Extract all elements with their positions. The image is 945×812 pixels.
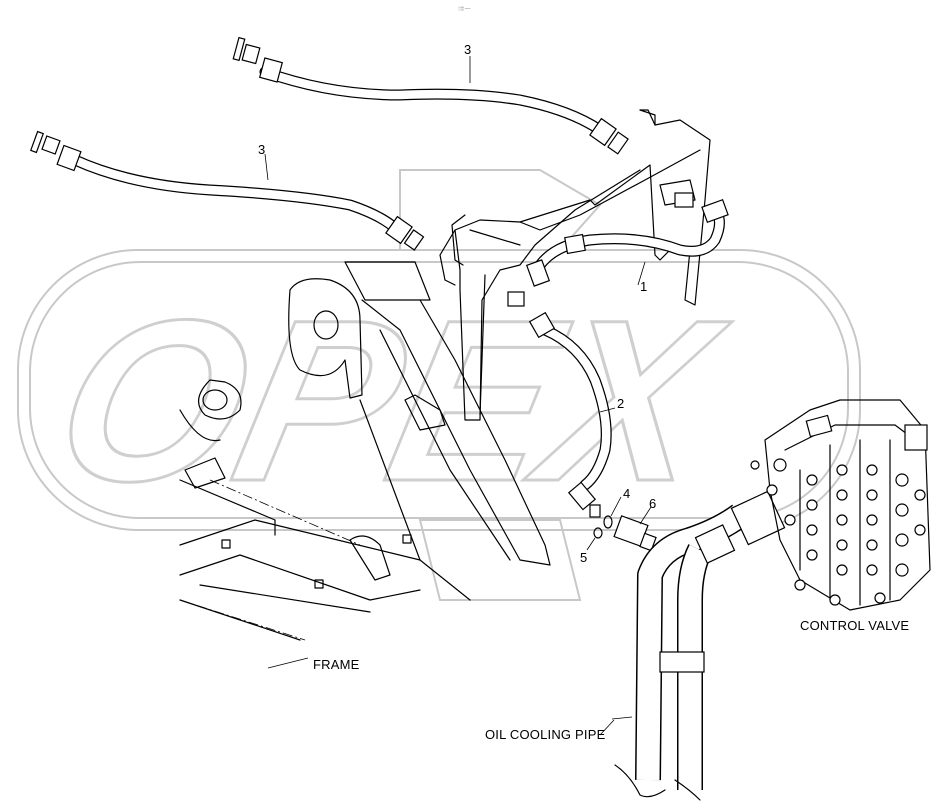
callout-1: 1	[640, 279, 647, 294]
watermark: OPEX	[17, 169, 861, 601]
label-control-valve: CONTROL VALVE	[800, 618, 909, 633]
label-oil-cooling-pipe: OIL COOLING PIPE	[485, 727, 606, 742]
frame	[179, 261, 551, 641]
leader-lines	[264, 56, 652, 736]
hose-2	[507, 192, 694, 518]
hose-3-upper	[232, 36, 629, 155]
hose-1	[525, 198, 729, 287]
o-ring-4	[603, 515, 613, 529]
callout-4: 4	[623, 486, 630, 501]
callout-6: 6	[649, 496, 656, 511]
watermark-text: OPEX	[37, 272, 743, 529]
oil-cooling-pipe	[614, 490, 786, 801]
valve-ports	[750, 458, 926, 606]
bracket	[439, 109, 711, 421]
o-ring-5	[593, 527, 603, 539]
header-mark: ░▒ ──	[458, 6, 471, 11]
callout-3-upper: 3	[464, 42, 471, 57]
label-frame: FRAME	[313, 657, 360, 672]
control-valve	[750, 399, 931, 611]
o-rings-and-connector	[593, 515, 657, 552]
hose-3-lower	[29, 130, 425, 251]
callout-3-lower: 3	[258, 142, 265, 157]
callout-5: 5	[580, 550, 587, 565]
callout-2: 2	[617, 396, 624, 411]
